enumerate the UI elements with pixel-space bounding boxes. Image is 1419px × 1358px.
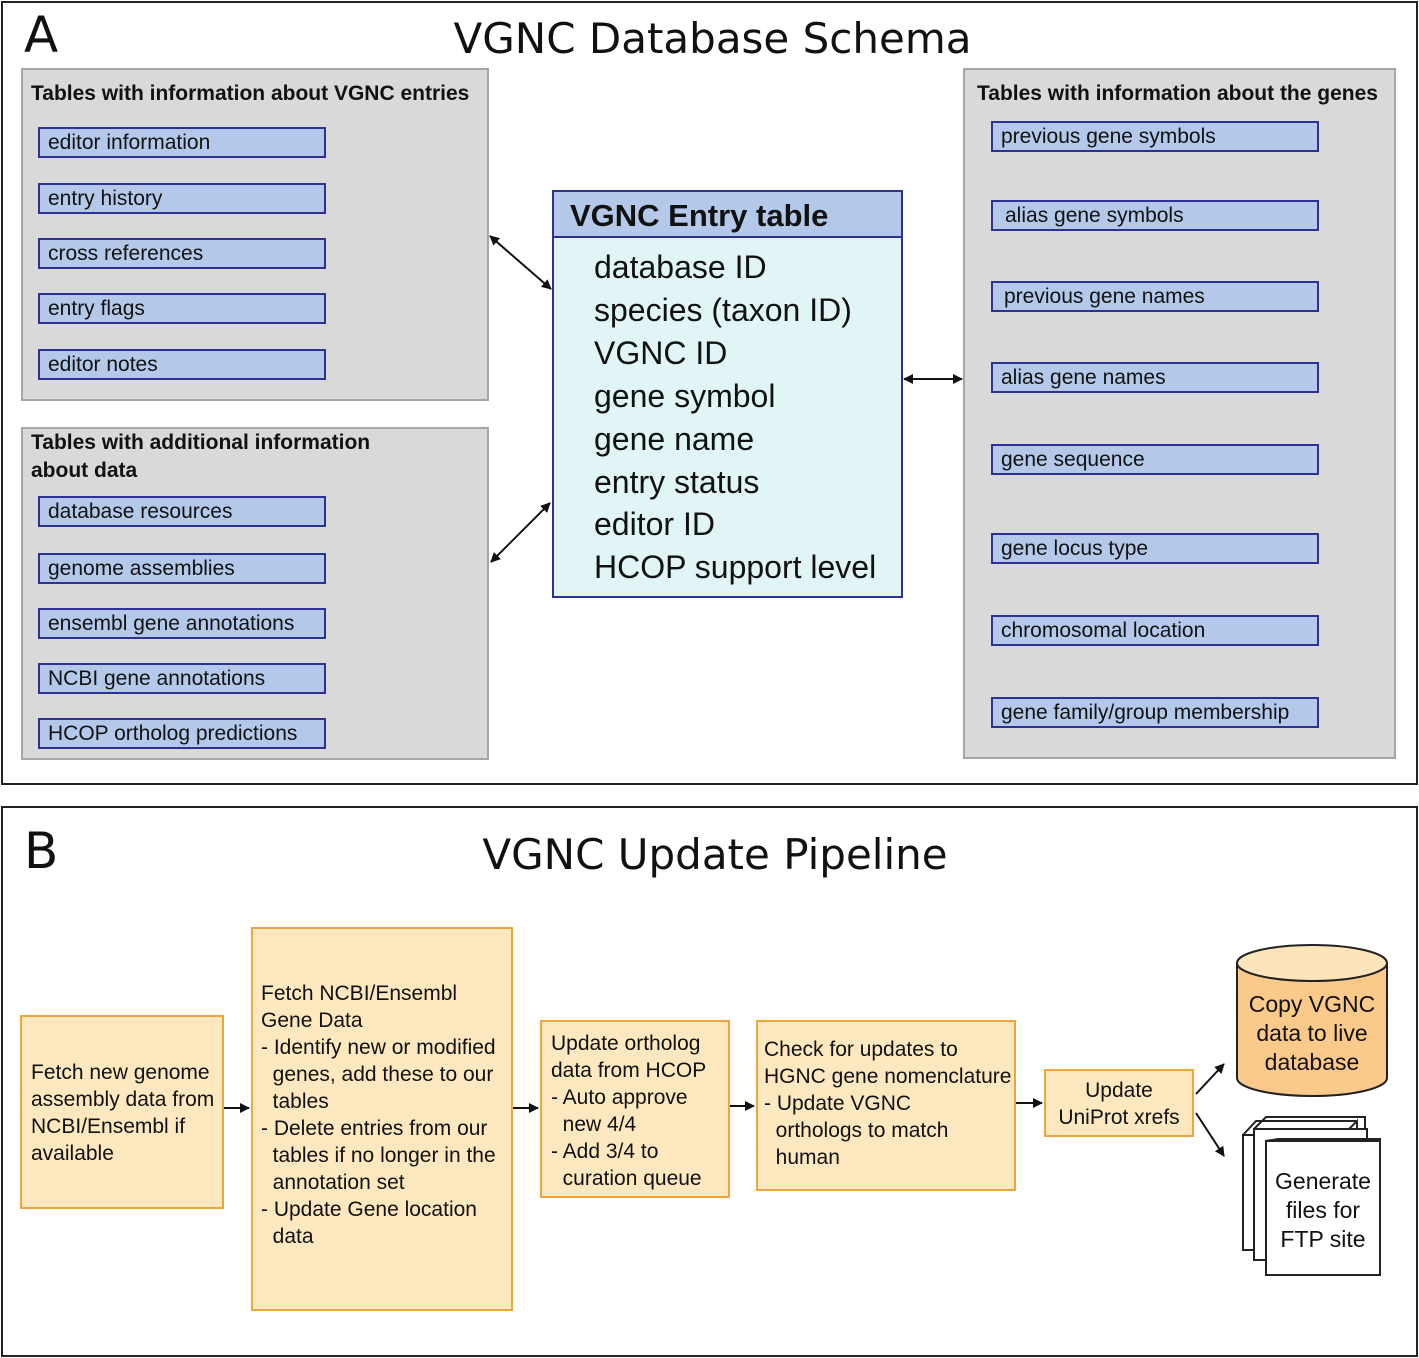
step-text: genes, add these to our <box>261 1063 494 1086</box>
step-text: tables if no longer in the <box>261 1144 496 1167</box>
table-editor-notes: editor notes <box>38 349 326 380</box>
step-update-uniprot-xrefs: Update UniProt xrefs <box>1044 1069 1194 1137</box>
step-text: - Identify new or modified <box>261 1036 496 1059</box>
step-text: Fetch NCBI/Ensembl <box>261 982 458 1005</box>
vgnc-entry-table: VGNC Entry table database ID species (ta… <box>552 190 903 598</box>
step-text: human <box>764 1146 840 1169</box>
arrow-to-database <box>1195 1063 1225 1095</box>
entry-field: gene name <box>594 421 755 457</box>
panel-b-title: VGNC Update Pipeline <box>482 830 948 879</box>
entries-group-title: Tables with information about VGNC entri… <box>31 82 470 105</box>
database-output-line: data to live <box>1256 1020 1368 1046</box>
step-text: orthologs to match <box>764 1119 949 1142</box>
data-tables-group <box>21 427 489 760</box>
entry-field: gene symbol <box>594 378 776 414</box>
files-output-line: files for <box>1285 1197 1361 1223</box>
table-previous-gene-symbols: previous gene symbols <box>991 121 1319 152</box>
panel-a-title: VGNC Database Schema <box>453 14 972 63</box>
step-text: - Add 3/4 to <box>551 1140 659 1163</box>
entry-field: editor ID <box>594 506 715 542</box>
entry-field: HCOP support level <box>594 549 877 585</box>
table-chromosomal-location: chromosomal location <box>991 615 1319 646</box>
table-hcop-ortholog-predictions: HCOP ortholog predictions <box>38 718 326 749</box>
step-text: tables <box>261 1090 329 1113</box>
step-text: Gene Data <box>261 1009 363 1032</box>
step-fetch-genome-assembly: Fetch new genome assembly data from NCBI… <box>20 1015 224 1209</box>
documents-stack-icon <box>1242 1116 1381 1276</box>
step-text: - Auto approve <box>551 1086 688 1109</box>
step-text: curation queue <box>551 1167 702 1190</box>
entry-table-title: VGNC Entry table <box>554 192 901 238</box>
files-output-line: Generate <box>1275 1168 1371 1194</box>
step-text: - Update VGNC <box>764 1092 912 1115</box>
database-cylinder-icon <box>1236 944 1388 1097</box>
arrow-data-to-entry-table <box>490 502 551 563</box>
step-text: new 4/4 <box>551 1113 637 1136</box>
database-output-label: Copy VGNC data to live database <box>1237 990 1387 1077</box>
step-text: - Delete entries from our <box>261 1117 488 1140</box>
table-gene-family-group-membership: gene family/group membership <box>991 697 1319 728</box>
step-fetch-gene-data: Fetch NCBI/Ensembl Gene Data - Identify … <box>251 927 513 1311</box>
step-text: data <box>261 1225 314 1248</box>
step-text: data from HCOP <box>551 1059 707 1082</box>
step-text: assembly data from <box>31 1088 215 1111</box>
step-text: - Update Gene location <box>261 1198 477 1221</box>
step-text: NCBI/Ensembl if <box>31 1115 186 1138</box>
table-editor-information: editor information <box>38 127 326 158</box>
arrow-to-files <box>1195 1112 1225 1157</box>
database-output-line: database <box>1264 1049 1360 1075</box>
data-group-title-line-2: about data <box>31 459 138 482</box>
entry-field: species (taxon ID) <box>594 292 852 328</box>
arrow-entries-to-entry-table <box>489 235 552 290</box>
panel-a-letter: A <box>24 6 59 64</box>
files-output-label: Generate files for FTP site <box>1266 1167 1380 1254</box>
files-output-line: FTP site <box>1280 1226 1366 1252</box>
step-text: HGNC gene nomenclature <box>764 1065 1012 1088</box>
table-entry-flags: entry flags <box>38 293 326 324</box>
genes-group-title: Tables with information about the genes <box>977 82 1378 105</box>
step-text: UniProt xrefs <box>1058 1106 1180 1129</box>
entry-field: database ID <box>594 249 767 285</box>
entries-tables-group <box>21 68 489 401</box>
table-previous-gene-names: previous gene names <box>991 281 1319 312</box>
step-text: available <box>31 1142 114 1165</box>
table-ensembl-gene-annotations: ensembl gene annotations <box>38 608 326 639</box>
table-genome-assemblies: genome assemblies <box>38 553 326 584</box>
data-group-title-line-1: Tables with additional information <box>31 431 371 454</box>
database-output-line: Copy VGNC <box>1248 991 1376 1017</box>
table-alias-gene-names: alias gene names <box>991 362 1319 393</box>
step-text: annotation set <box>261 1171 405 1194</box>
step-text: Update <box>1085 1079 1153 1102</box>
table-database-resources: database resources <box>38 496 326 527</box>
table-gene-locus-type: gene locus type <box>991 533 1319 564</box>
step-text: Check for updates to <box>764 1038 958 1061</box>
table-entry-history: entry history <box>38 183 326 214</box>
table-cross-references: cross references <box>38 238 326 269</box>
table-ncbi-gene-annotations: NCBI gene annotations <box>38 663 326 694</box>
entry-field: VGNC ID <box>594 335 728 371</box>
step-update-orthologs-hcop: Update ortholog data from HCOP - Auto ap… <box>540 1020 730 1198</box>
step-text: Fetch new genome <box>31 1061 210 1084</box>
panel-b-letter: B <box>24 822 59 880</box>
table-alias-gene-symbols: alias gene symbols <box>991 200 1319 231</box>
table-gene-sequence: gene sequence <box>991 444 1319 475</box>
entry-field: entry status <box>594 464 760 500</box>
step-check-hgnc-updates: Check for updates to HGNC gene nomenclat… <box>756 1020 1016 1191</box>
step-text: Update ortholog <box>551 1032 701 1055</box>
